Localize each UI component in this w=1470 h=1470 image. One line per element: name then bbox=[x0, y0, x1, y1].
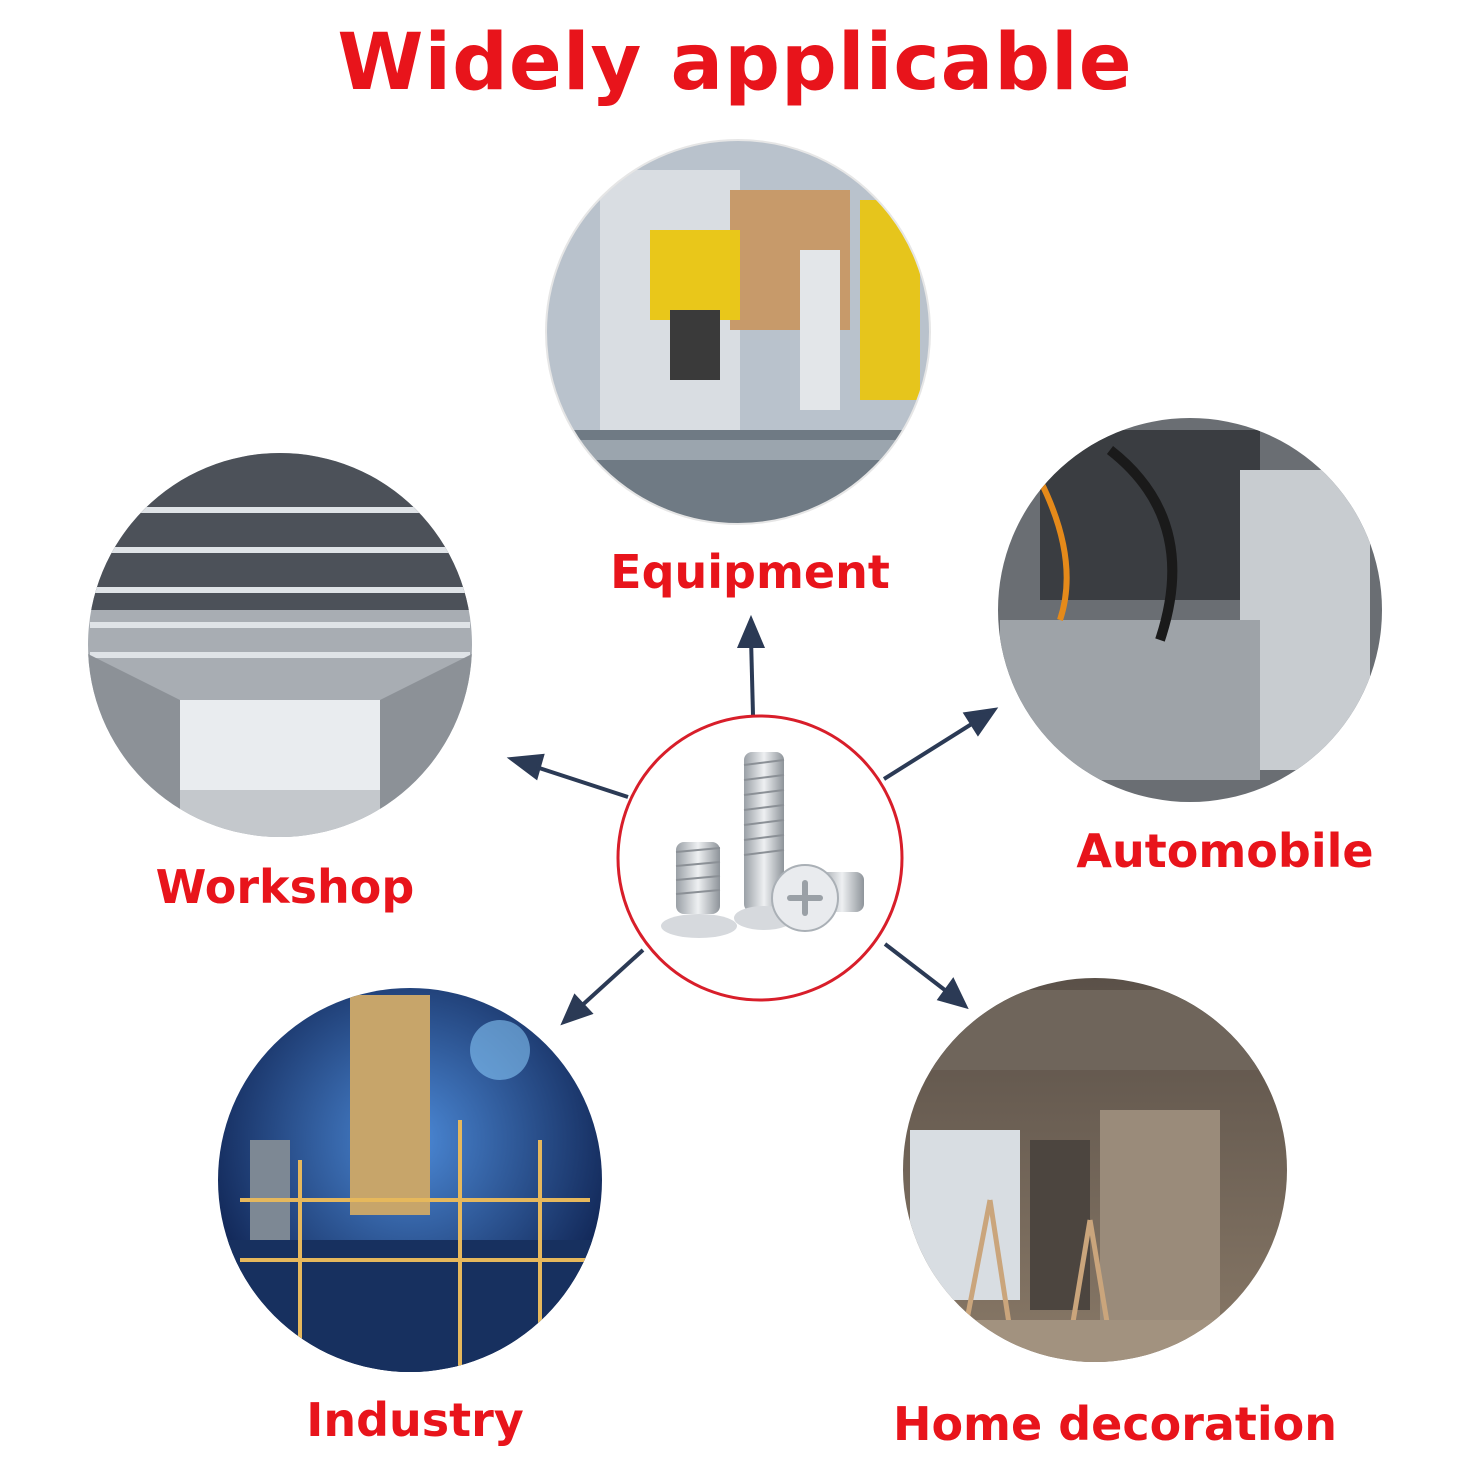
label-workshop: Workshop bbox=[155, 860, 415, 914]
home-decoration-image bbox=[903, 978, 1287, 1362]
arrow-left-icon bbox=[506, 753, 629, 799]
page-title: Widely applicable bbox=[337, 18, 1133, 108]
label-home-decoration: Home decoration bbox=[892, 1397, 1338, 1451]
arrow-right-down-icon bbox=[883, 942, 969, 1010]
automobile-image bbox=[998, 418, 1382, 802]
arrows bbox=[506, 614, 999, 1026]
label-automobile: Automobile bbox=[1076, 824, 1374, 878]
arrow-right-up-icon bbox=[882, 707, 999, 781]
arrow-left-down-icon bbox=[560, 948, 645, 1026]
arrow-up-icon bbox=[736, 614, 766, 716]
industry-image bbox=[218, 988, 602, 1372]
workshop-image bbox=[88, 453, 472, 837]
label-equipment: Equipment bbox=[610, 545, 890, 599]
label-industry: Industry bbox=[306, 1393, 524, 1447]
center-screws-image bbox=[616, 714, 904, 1002]
